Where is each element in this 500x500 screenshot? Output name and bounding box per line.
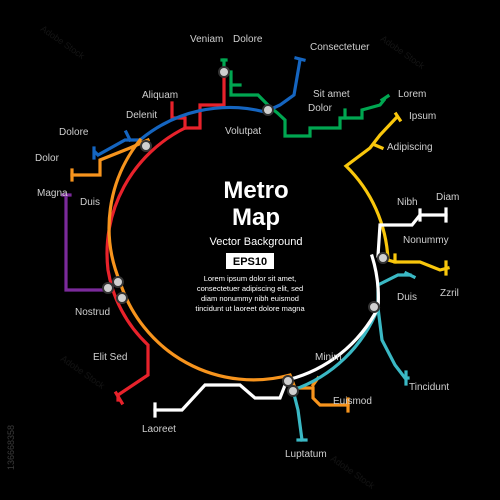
label-volutpat[interactable]: Volutpat xyxy=(225,126,261,137)
label-aliquam[interactable]: Aliquam xyxy=(142,90,178,101)
label-elit-sed[interactable]: Elit Sed xyxy=(93,352,127,363)
label-laoreet[interactable]: Laoreet xyxy=(142,424,176,435)
label-dolore-top[interactable]: Dolore xyxy=(233,34,263,45)
label-magna[interactable]: Magna xyxy=(37,188,68,199)
label-ipsum[interactable]: Ipsum xyxy=(409,111,436,122)
orange-line xyxy=(70,137,350,413)
green-line xyxy=(220,58,391,138)
white-line xyxy=(153,207,448,418)
label-consectetuer[interactable]: Consectetuer xyxy=(310,42,370,53)
label-dolore-left[interactable]: Dolore xyxy=(59,127,89,138)
label-diam[interactable]: Diam xyxy=(436,192,459,203)
station-duis-right[interactable] xyxy=(368,301,380,313)
label-zzril[interactable]: Zzril xyxy=(440,288,459,299)
title-line-1: Metro xyxy=(223,177,288,204)
description-line-4: tincidunt ut laoreet dolore magna xyxy=(195,304,305,313)
yellow-line xyxy=(343,111,450,276)
description-line-2: consectetuer adipiscing elit, sed xyxy=(197,284,303,293)
label-dolor-left[interactable]: Dolor xyxy=(35,153,60,164)
title-line-2: Map xyxy=(232,204,280,231)
label-duis-right[interactable]: Duis xyxy=(397,292,417,303)
station-volutpat[interactable] xyxy=(262,104,274,116)
label-euismod[interactable]: Euismod xyxy=(333,396,372,407)
label-nibh[interactable]: Nibh xyxy=(397,197,418,208)
cyan-line xyxy=(291,270,417,442)
station-minim-1[interactable] xyxy=(282,375,294,387)
station-nonummy[interactable] xyxy=(377,252,389,264)
label-minim[interactable]: Minim xyxy=(315,352,342,363)
label-duis-left[interactable]: Duis xyxy=(80,197,100,208)
station-veniam-dolore[interactable] xyxy=(218,66,230,78)
station-labels: Veniam Dolore Consectetuer Sit amet Aliq… xyxy=(35,34,459,460)
eps-badge xyxy=(226,253,274,269)
label-luptatum[interactable]: Luptatum xyxy=(285,449,327,460)
center-content: Metro Map Vector Background EPS10 Lorem … xyxy=(195,177,305,313)
svg-text:Adobe Stock: Adobe Stock xyxy=(39,23,87,61)
stock-id: 136668358 xyxy=(6,425,16,470)
station-delenit[interactable] xyxy=(140,140,152,152)
label-sit-amet[interactable]: Sit amet xyxy=(313,89,350,100)
description-line-3: diam nonummy nibh euismod xyxy=(201,294,299,303)
label-veniam[interactable]: Veniam xyxy=(190,34,223,45)
label-adipiscing[interactable]: Adipiscing xyxy=(387,142,433,153)
interchange-stations xyxy=(102,66,389,397)
label-nostrud[interactable]: Nostrud xyxy=(75,307,110,318)
eps-badge-text: EPS10 xyxy=(233,256,267,268)
label-tincidunt[interactable]: Tincidunt xyxy=(409,382,449,393)
svg-text:Adobe Stock: Adobe Stock xyxy=(329,453,377,491)
subtitle: Vector Background xyxy=(210,236,303,248)
svg-text:Adobe Stock: Adobe Stock xyxy=(379,33,427,71)
label-lorem[interactable]: Lorem xyxy=(398,89,426,100)
station-nostrud-2[interactable] xyxy=(102,282,114,294)
station-nostrud-3[interactable] xyxy=(116,292,128,304)
label-nonummy[interactable]: Nonummy xyxy=(403,235,449,246)
label-dolor-right[interactable]: Dolor xyxy=(308,103,333,114)
station-nostrud-1[interactable] xyxy=(112,276,124,288)
label-delenit[interactable]: Delenit xyxy=(126,110,157,121)
station-minim-2[interactable] xyxy=(287,385,299,397)
description-line-1: Lorem ipsum dolor sit amet, xyxy=(204,274,297,283)
